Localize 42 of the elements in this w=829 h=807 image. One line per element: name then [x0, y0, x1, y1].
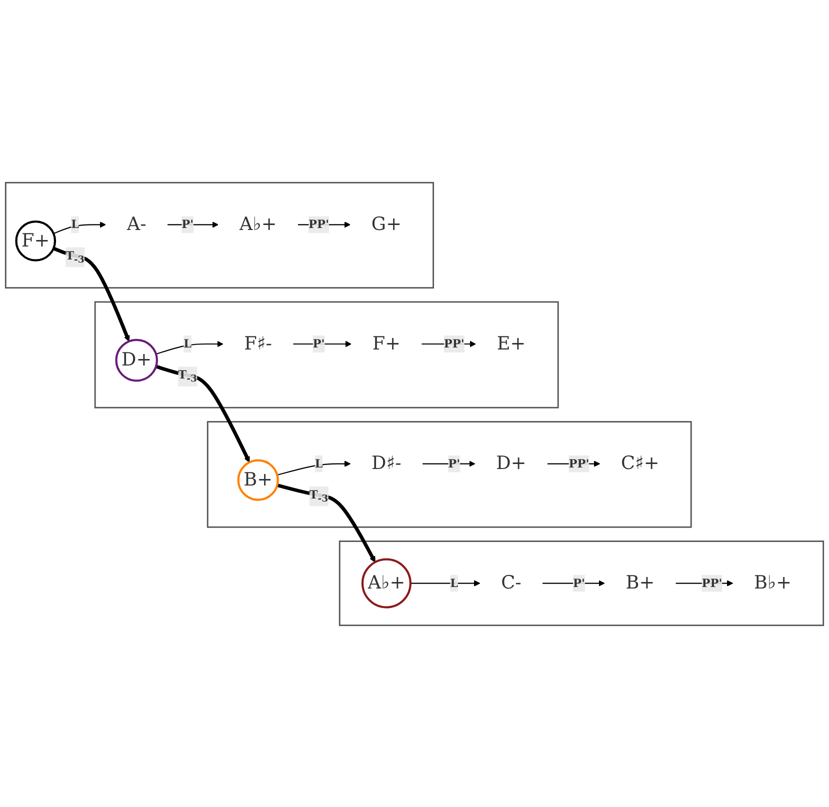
node-circle: A♭+ — [361, 558, 412, 608]
node-text: B♭+ — [754, 572, 792, 594]
node-circle: F+ — [15, 220, 56, 261]
edge-label: PP' — [308, 217, 330, 231]
edge-label: L — [184, 336, 192, 350]
edge-label: L — [71, 217, 80, 231]
arrow — [53, 221, 106, 234]
node-text: G+ — [371, 213, 402, 234]
arrow — [276, 483, 376, 562]
node-circle: B+ — [237, 458, 279, 500]
cluster — [206, 420, 692, 528]
node-text: F+ — [372, 332, 401, 354]
edge-label: T$_{-3}$ — [66, 248, 84, 265]
edge-label: P' — [572, 576, 585, 590]
edge-label: P' — [312, 336, 325, 350]
cluster — [94, 300, 559, 408]
edge-label: P' — [448, 456, 460, 470]
node-text: C- — [501, 572, 522, 594]
edge-label: PP' — [444, 336, 464, 350]
node-text: D♯- — [372, 452, 402, 474]
cluster — [4, 181, 434, 288]
edge-label: L — [314, 456, 323, 470]
arrow — [156, 340, 224, 354]
node-text: B+ — [626, 572, 655, 594]
node-text: E+ — [496, 332, 526, 354]
edge-label: PP' — [568, 456, 590, 470]
arrow — [52, 246, 130, 342]
arrow — [277, 460, 351, 475]
node-text: D+ — [496, 452, 526, 474]
cluster — [338, 540, 824, 626]
edge-label: PP' — [702, 576, 722, 590]
node-text: F♯- — [244, 332, 272, 354]
arrow — [410, 580, 480, 586]
node-text: A- — [126, 213, 146, 234]
edge-label: P' — [182, 217, 194, 231]
edge-label: T$_{-3}$ — [178, 368, 198, 384]
edge-label: T$_{-3}$ — [309, 487, 328, 504]
node-circle: D+ — [115, 338, 158, 382]
arrow — [155, 364, 250, 462]
node-text: C♯+ — [620, 452, 660, 474]
node-text: A♭+ — [239, 213, 277, 234]
edge-label: L — [450, 576, 458, 590]
